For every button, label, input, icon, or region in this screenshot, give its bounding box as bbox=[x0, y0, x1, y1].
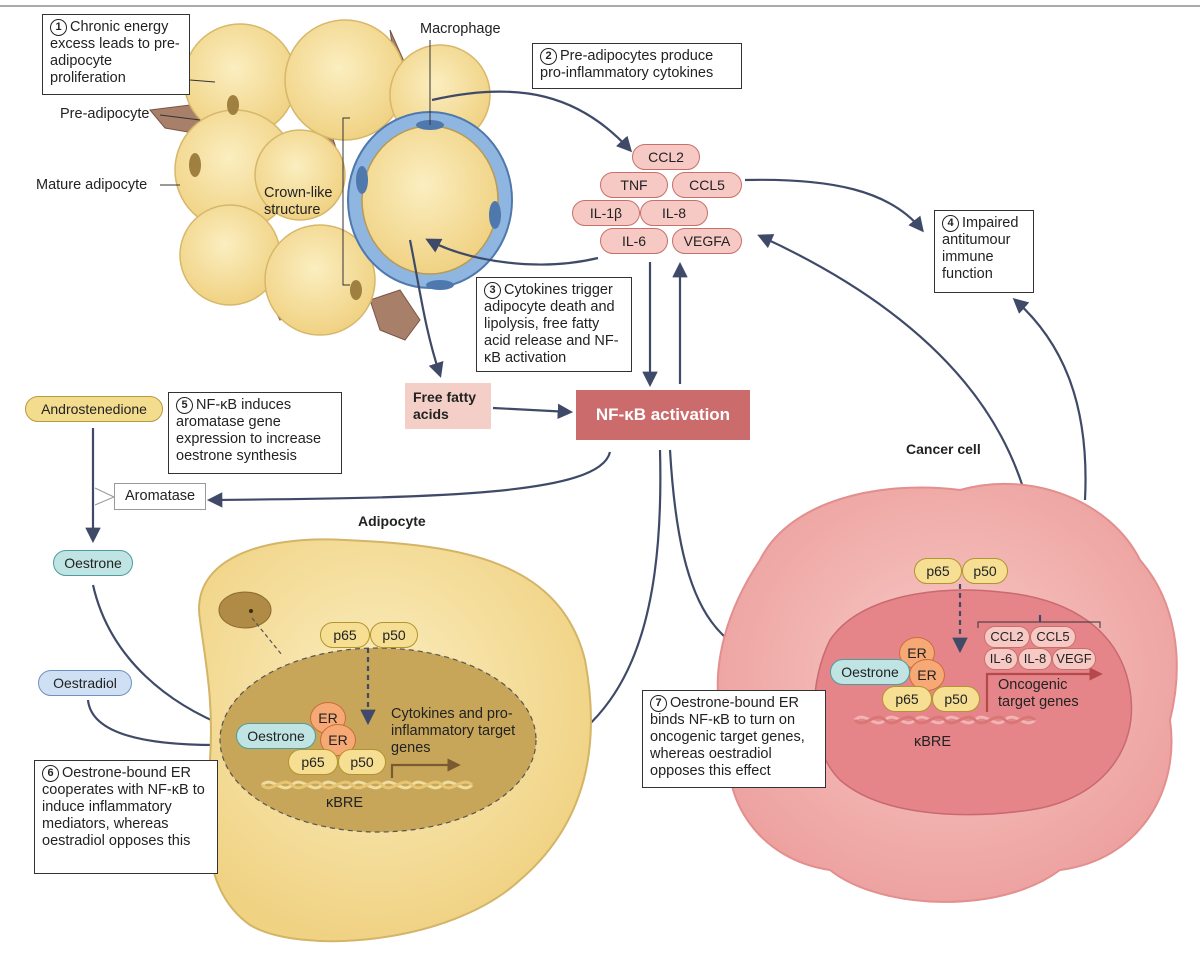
label-kbre-adipocyte: κBRE bbox=[326, 795, 364, 811]
label-pre-adipocyte: Pre-adipocyte bbox=[60, 106, 150, 122]
arrow-aromatase bbox=[206, 451, 612, 508]
step1-leader bbox=[189, 79, 216, 83]
cytokine-ccl5: CCL5 bbox=[672, 172, 742, 198]
p50-cytoplasm-cancer: p50 bbox=[962, 558, 1008, 584]
step2-text: Pre-adipocytes produce pro-inflammatory … bbox=[540, 48, 714, 81]
label-oncogenic-genes: Oncogenic target genes bbox=[998, 677, 1079, 710]
nfkb-activation: NF-κB activation bbox=[576, 390, 750, 440]
arrow-step2 bbox=[431, 90, 633, 153]
label-cytokine-genes: Cytokines and pro-inflammatory target ge… bbox=[391, 706, 516, 756]
arrow-step4 bbox=[744, 178, 924, 233]
aromatase-pointer bbox=[94, 487, 116, 506]
androstenedione: Androstenedione bbox=[25, 396, 163, 422]
step3-number: 3 bbox=[484, 282, 501, 299]
er-cancer-2: ER bbox=[909, 659, 945, 691]
cancer-cytokine-vegf: VEGF bbox=[1052, 648, 1096, 670]
crown-like-structure bbox=[347, 111, 513, 290]
step6-number: 6 bbox=[42, 765, 59, 782]
oestrone-cancer: Oestrone bbox=[830, 659, 910, 685]
step1-text: Chronic energy excess leads to pre-adipo… bbox=[50, 19, 180, 86]
arrow-ffa-nfkb bbox=[492, 403, 574, 420]
step3-text: Cytokines trigger adipocyte death and li… bbox=[484, 282, 619, 366]
p50-cytoplasm-adipocyte: p50 bbox=[370, 622, 418, 648]
adipose-tissue-cluster bbox=[149, 19, 513, 341]
cancer-cytokine-ccl5: CCL5 bbox=[1030, 626, 1076, 648]
pre-adipocyte-leader bbox=[159, 114, 201, 121]
oestrone: Oestrone bbox=[53, 550, 133, 576]
step7-text: Oestrone-bound ER binds NF-κB to turn on… bbox=[650, 695, 805, 779]
adipocyte-nucleus bbox=[227, 95, 239, 115]
pathway-arrows bbox=[85, 90, 1087, 762]
cytokine-tnf: TNF bbox=[600, 172, 668, 198]
cancer-cytokine-il8: IL-8 bbox=[1018, 648, 1052, 670]
free-fatty-acids: Free fatty acids bbox=[405, 383, 491, 429]
label-cancer-cell: Cancer cell bbox=[906, 441, 981, 457]
step4-text: Impaired antitumour immune function bbox=[942, 215, 1019, 282]
adipocyte-nucleus bbox=[189, 153, 201, 177]
step1-number: 1 bbox=[50, 19, 67, 36]
oestradiol: Oestradiol bbox=[38, 670, 132, 696]
aromatase: Aromatase bbox=[114, 483, 206, 510]
cancer-cytokine-il6: IL-6 bbox=[984, 648, 1018, 670]
adipocyte-nucleus bbox=[350, 280, 362, 300]
arrow-cancer-immune bbox=[1012, 297, 1087, 501]
arrow-oestrone bbox=[91, 584, 233, 731]
step2-number: 2 bbox=[540, 48, 557, 65]
step4-number: 4 bbox=[942, 215, 959, 232]
cytokine-il6: IL-6 bbox=[600, 228, 668, 254]
cytokine-ccl2: CCL2 bbox=[632, 144, 700, 170]
mature-adipocyte-cells bbox=[174, 19, 491, 336]
arrow-ffa bbox=[408, 239, 444, 378]
oestrone-adipocyte: Oestrone bbox=[236, 723, 316, 749]
label-kbre-cancer: κBRE bbox=[914, 734, 952, 750]
step5-text: NF-κB induces aromatase gene expression … bbox=[176, 397, 322, 464]
p65-nucleus-cancer: p65 bbox=[882, 686, 932, 712]
cancer-cytokine-ccl2: CCL2 bbox=[984, 626, 1030, 648]
step6-text: Oestrone-bound ER cooperates with NF-κB … bbox=[42, 765, 205, 849]
p65-nucleus-adipocyte: p65 bbox=[288, 749, 338, 775]
label-mature-adipocyte: Mature adipocyte bbox=[36, 177, 148, 193]
p65-cytoplasm-cancer: p65 bbox=[914, 558, 962, 584]
arrow-cytokines-to-crown bbox=[425, 238, 599, 266]
label-macrophage: Macrophage bbox=[420, 21, 501, 37]
crown-like-bracket bbox=[342, 117, 350, 286]
p65-cytoplasm-adipocyte: p65 bbox=[320, 622, 370, 648]
cytokine-il1b: IL-1β bbox=[572, 200, 640, 226]
inhibition-oestradiol bbox=[86, 699, 216, 747]
label-crown-like: Crown-like structure bbox=[264, 185, 333, 218]
label-adipocyte: Adipocyte bbox=[358, 513, 426, 529]
cytokine-il8: IL-8 bbox=[640, 200, 708, 226]
p50-nucleus-cancer: p50 bbox=[932, 686, 980, 712]
step5-number: 5 bbox=[176, 397, 193, 414]
p50-nucleus-adipocyte: p50 bbox=[338, 749, 386, 775]
step7-number: 7 bbox=[650, 695, 667, 712]
cytokine-vegfa: VEGFA bbox=[672, 228, 742, 254]
